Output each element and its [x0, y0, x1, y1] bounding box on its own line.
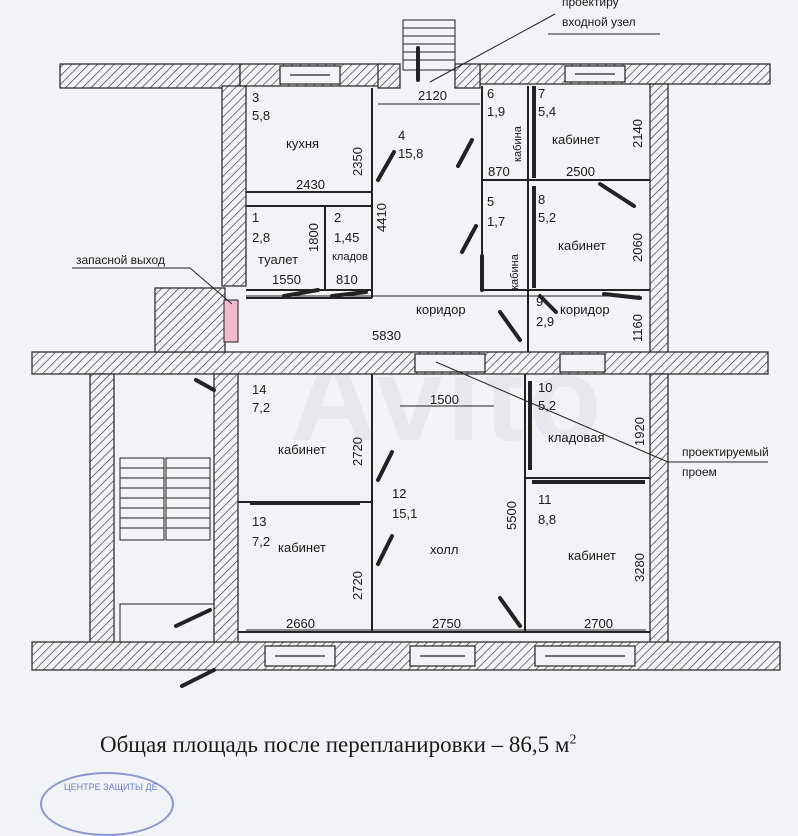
opening-note-line2: проем — [682, 465, 717, 479]
room-area: 1,7 — [487, 214, 505, 229]
room-2: 2 1,45 кладов — [332, 210, 368, 263]
room-name: кабина — [509, 253, 521, 290]
room-1: 1 2,8 туалет — [252, 210, 298, 267]
dim-2700: 2700 — [584, 616, 613, 631]
room-number: 10 — [538, 380, 552, 395]
dim-2720-lower: 2720 — [350, 571, 365, 600]
room-number: 11 — [538, 492, 552, 507]
room-5: 5 1,7 кабина — [487, 194, 521, 290]
room-name: кухня — [286, 136, 319, 151]
emergency-exit-note: запасной выход — [76, 253, 165, 267]
partition-walls — [250, 86, 645, 505]
room-number: 1 — [252, 210, 259, 225]
stamp-text: ЦЕНТРЕ ЗАЩИТЫ ДЕ — [64, 782, 158, 792]
caption-superscript: 2 — [569, 732, 577, 748]
room-name: холл — [430, 542, 458, 557]
dim-1920: 1920 — [632, 417, 647, 446]
room-number: 5 — [487, 194, 494, 209]
dim-2660: 2660 — [286, 616, 315, 631]
room-14: 14 7,2 кабинет — [252, 382, 326, 457]
room-area: 8,8 — [538, 512, 556, 527]
room-9: 9 2,9 коридор — [536, 294, 610, 329]
room-number: 3 — [252, 90, 259, 105]
room-area: 15,8 — [398, 146, 423, 161]
room-number: 12 — [392, 486, 406, 501]
room-area: 7,2 — [252, 400, 270, 415]
emergency-exit-door — [223, 299, 239, 343]
room-number: 2 — [334, 210, 341, 225]
room-name: кладовая — [548, 430, 605, 445]
dim-810: 810 — [336, 272, 358, 287]
caption-text: Общая площадь после перепланировки – 86,… — [100, 732, 570, 757]
room-4: 4 15,8 — [398, 128, 423, 161]
dim-5830: 5830 — [372, 328, 401, 343]
dimension-labels: 2120 2350 2430 4410 870 2500 2140 1800 1… — [272, 88, 647, 631]
dim-3280: 3280 — [632, 553, 647, 582]
floor-plan: проектиру входной узел запасной выход пр… — [31, 0, 781, 688]
room-8: 8 5,2 кабинет — [538, 192, 606, 253]
room-area: 5,2 — [538, 398, 556, 413]
room-11: 11 8,8 кабинет — [538, 492, 616, 563]
dim-1160: 1160 — [630, 314, 645, 342]
room-area: 1,45 — [334, 230, 359, 245]
dim-2500: 2500 — [566, 164, 595, 179]
room-number: 14 — [252, 382, 266, 397]
dim-870: 870 — [488, 164, 510, 179]
corridor-label: коридор — [416, 302, 466, 317]
room-area: 2,9 — [536, 314, 554, 329]
dim-4410: 4410 — [374, 203, 389, 232]
room-name: туалет — [258, 252, 298, 267]
room-number: 9 — [536, 294, 543, 309]
room-name: кабинет — [278, 540, 326, 555]
dim-2430: 2430 — [296, 177, 325, 192]
entrance-note-line2: входной узел — [562, 15, 636, 29]
room-number: 6 — [487, 86, 494, 101]
room-12: 12 15,1 холл — [392, 486, 458, 557]
room-number: 8 — [538, 192, 545, 207]
dim-1800: 1800 — [306, 223, 321, 252]
dim-1550: 1550 — [272, 272, 301, 287]
room-number: 13 — [252, 514, 266, 529]
room-name: кабинет — [558, 238, 606, 253]
room-6: 6 1,9 кабина — [487, 86, 524, 162]
windows — [264, 65, 636, 667]
room-name: кладов — [332, 251, 368, 263]
room-name: кабинет — [552, 132, 600, 147]
room-area: 7,2 — [252, 534, 270, 549]
room-number: 7 — [538, 86, 545, 101]
doors — [174, 46, 642, 688]
room-area: 2,8 — [252, 230, 270, 245]
total-area-caption: Общая площадь после перепланировки – 86,… — [100, 732, 576, 758]
room-3: 3 5,8 кухня — [252, 90, 319, 151]
room-7: 7 5,4 кабинет — [538, 86, 600, 147]
room-10: 10 5,2 кладовая — [538, 380, 605, 445]
dim-2750: 2750 — [432, 616, 461, 631]
dim-2060: 2060 — [630, 233, 645, 262]
stairwell — [119, 457, 215, 643]
callout-lines — [72, 13, 768, 463]
entrance-stairs — [402, 19, 456, 71]
opening-note-line1: проектируемый — [682, 445, 769, 459]
room-name: коридор — [560, 302, 610, 317]
room-name: кабина — [512, 125, 524, 162]
room-area: 5,4 — [538, 104, 556, 119]
room-number: 4 — [398, 128, 405, 143]
room-13: 13 7,2 кабинет — [252, 514, 326, 555]
dim-5500: 5500 — [504, 501, 519, 530]
room-area: 1,9 — [487, 104, 505, 119]
room-area: 5,2 — [538, 210, 556, 225]
room-area: 5,8 — [252, 108, 270, 123]
entrance-note-line1: проектиру — [562, 0, 619, 9]
dimension-lines — [246, 103, 646, 631]
room-area: 15,1 — [392, 506, 417, 521]
dim-2350: 2350 — [350, 147, 365, 176]
dim-2140: 2140 — [630, 119, 645, 148]
room-name: кабинет — [278, 442, 326, 457]
dim-2720-upper: 2720 — [350, 437, 365, 466]
room-name: кабинет — [568, 548, 616, 563]
dim-1500: 1500 — [430, 392, 459, 407]
dim-2120: 2120 — [418, 88, 447, 103]
exterior-walls — [31, 63, 781, 671]
